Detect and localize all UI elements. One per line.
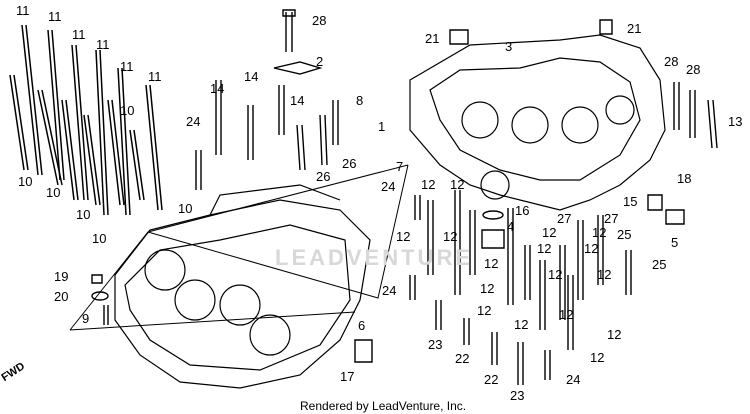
callout-label: 10 bbox=[120, 103, 135, 118]
callout-label: 24 bbox=[381, 179, 396, 194]
callout-label: 25 bbox=[652, 257, 667, 272]
callout-label: 21 bbox=[627, 21, 642, 36]
stud-set bbox=[9, 24, 163, 216]
callout-label: 12 bbox=[607, 327, 622, 342]
callout-label: 12 bbox=[592, 225, 607, 240]
callout-label: 21 bbox=[425, 31, 440, 46]
callout-label: 25 bbox=[617, 227, 632, 242]
callout-label: 26 bbox=[342, 156, 357, 171]
callout-label: 26 bbox=[316, 169, 331, 184]
callout-label: 12 bbox=[590, 350, 605, 365]
callout-label: 12 bbox=[480, 281, 495, 296]
callout-label: 28 bbox=[664, 54, 679, 69]
callout-label: 24 bbox=[186, 114, 201, 129]
callout-label: 12 bbox=[597, 267, 612, 282]
callout-label: 23 bbox=[428, 337, 443, 352]
callout-label: 22 bbox=[484, 372, 499, 387]
callout-label: 11 bbox=[16, 3, 30, 18]
bolt-set-top bbox=[195, 9, 339, 190]
callout-label: 28 bbox=[686, 62, 701, 77]
callout-label: 12 bbox=[396, 229, 411, 244]
callout-label: 10 bbox=[92, 231, 107, 246]
callout-label: 12 bbox=[450, 177, 465, 192]
callout-label: 22 bbox=[455, 351, 470, 366]
callout-label: 12 bbox=[443, 229, 458, 244]
callout-label: 6 bbox=[358, 318, 366, 333]
callout-label: 10 bbox=[178, 201, 193, 216]
callout-label: 12 bbox=[514, 317, 529, 332]
callout-label: 14 bbox=[210, 81, 225, 96]
callout-label: 3 bbox=[505, 39, 513, 54]
callout-label: 11 bbox=[120, 59, 134, 74]
callout-label: 8 bbox=[356, 93, 364, 108]
callout-label: 19 bbox=[54, 269, 69, 284]
callout-label: 24 bbox=[566, 372, 581, 387]
callout-label: 16 bbox=[515, 203, 530, 218]
callout-label: 11 bbox=[72, 27, 86, 42]
frame-lines bbox=[69, 164, 409, 331]
callout-label: 2 bbox=[316, 54, 324, 69]
callout-label: 9 bbox=[82, 311, 90, 326]
callout-label: 5 bbox=[671, 235, 679, 250]
callout-label: 7 bbox=[396, 159, 404, 174]
credit-line: Rendered by LeadVenture, Inc. bbox=[300, 399, 467, 413]
callout-label: 20 bbox=[54, 289, 69, 304]
callout-label: 12 bbox=[584, 241, 599, 256]
callout-label: 12 bbox=[542, 225, 557, 240]
lower-engine-block bbox=[114, 184, 371, 389]
upper-crankcase bbox=[409, 34, 666, 211]
callout-label: 24 bbox=[382, 283, 397, 298]
callout-label: 12 bbox=[559, 307, 574, 322]
callout-label: 28 bbox=[312, 13, 327, 28]
callout-label: 12 bbox=[421, 177, 436, 192]
callout-label: 15 bbox=[623, 194, 638, 209]
callout-label: 18 bbox=[677, 171, 692, 186]
callout-label: 4 bbox=[507, 219, 515, 234]
callout-label: 14 bbox=[290, 93, 305, 108]
callout-label: 23 bbox=[510, 388, 525, 403]
callout-label: 14 bbox=[244, 69, 259, 84]
callout-label: 12 bbox=[484, 256, 499, 271]
callout-label: 27 bbox=[604, 211, 619, 226]
callout-label: 12 bbox=[537, 241, 552, 256]
callout-label: 17 bbox=[340, 369, 355, 384]
callout-label: 10 bbox=[46, 185, 61, 200]
callout-label: 13 bbox=[728, 114, 743, 129]
watermark-text: LEADVENTURE bbox=[275, 245, 474, 270]
callout-label: 27 bbox=[557, 211, 572, 226]
callout-label: 10 bbox=[76, 207, 91, 222]
bolt-set-right bbox=[91, 19, 718, 385]
callout-label: 10 bbox=[18, 174, 33, 189]
callout-label: 1 bbox=[378, 119, 386, 134]
callout-label: 11 bbox=[148, 69, 162, 84]
callout-label: 11 bbox=[96, 37, 110, 52]
callout-label: 12 bbox=[477, 303, 492, 318]
callout-label: 12 bbox=[548, 267, 563, 282]
callout-label: 11 bbox=[48, 9, 62, 24]
